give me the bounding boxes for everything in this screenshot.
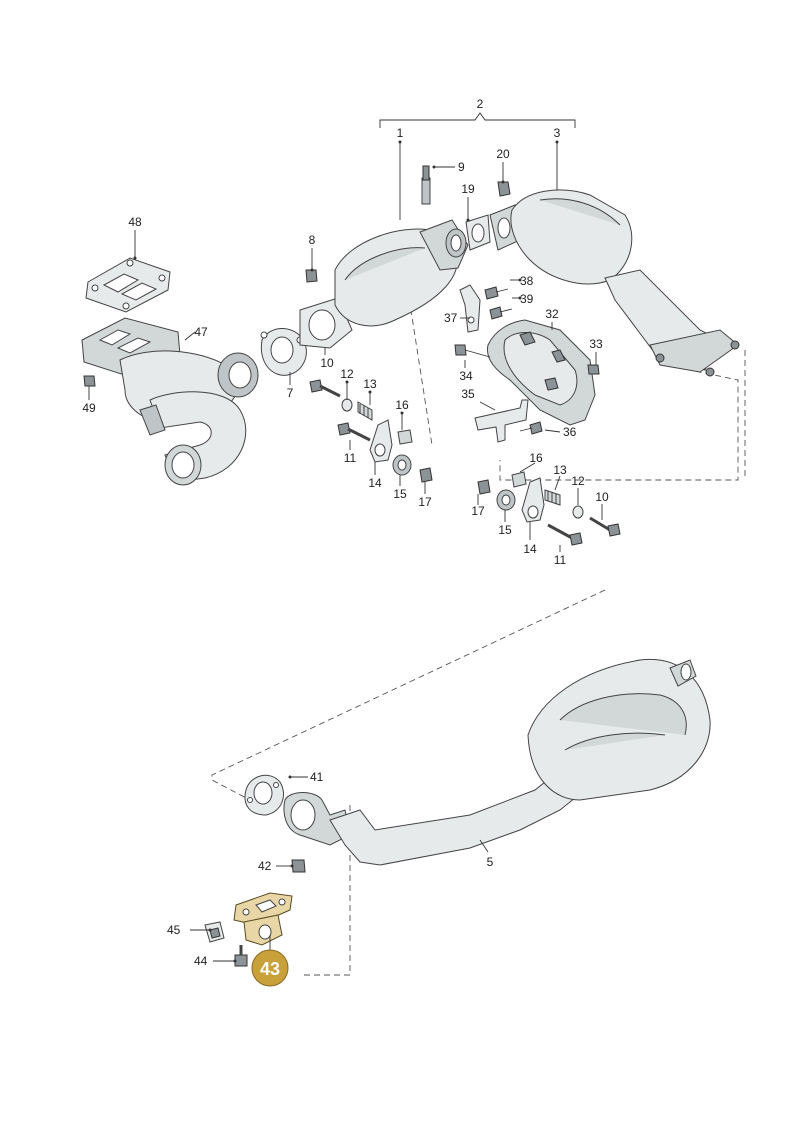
callout-15-left: 15 — [393, 487, 407, 501]
callout-43: 43 — [260, 959, 280, 979]
gasket-41 — [244, 774, 284, 816]
bracket-37 — [459, 284, 481, 333]
callout-35: 35 — [461, 387, 475, 401]
nut-45 — [204, 921, 225, 943]
callout-8: 8 — [309, 233, 316, 247]
callout-44: 44 — [194, 954, 208, 968]
callout-14-left: 14 — [368, 476, 382, 490]
callout-34: 34 — [459, 369, 473, 383]
hardware-left — [309, 379, 433, 483]
callout-11-left: 11 — [344, 451, 357, 465]
callout-17-left: 17 — [418, 495, 432, 509]
callout-42: 42 — [258, 859, 272, 873]
callout-48: 48 — [128, 215, 142, 229]
callout-12-right: 12 — [571, 474, 585, 488]
callout-17-right: 17 — [471, 504, 485, 518]
hardware-right — [477, 471, 621, 546]
group-bracket-2 — [379, 112, 576, 128]
gasket-48 — [85, 257, 171, 313]
callout-9: 9 — [458, 160, 465, 174]
nut-8 — [305, 269, 318, 283]
callout-13-right: 13 — [553, 463, 567, 477]
callout-38: 38 — [520, 274, 534, 288]
callout-2: 2 — [477, 97, 484, 111]
callout-10-left: 10 — [320, 356, 334, 370]
bracket-35 — [474, 399, 529, 443]
silencer-5 — [283, 658, 711, 866]
callout-3: 3 — [554, 126, 561, 140]
hardware-upper — [454, 286, 600, 435]
callout-39: 39 — [520, 292, 534, 306]
turbocharger-47 — [81, 317, 259, 486]
heat-shield-32 — [486, 319, 596, 426]
callout-36: 36 — [563, 425, 577, 439]
catalytic-converter-1 — [299, 165, 469, 349]
callout-41: 41 — [310, 770, 324, 784]
callout-33: 33 — [589, 337, 603, 351]
callout-11-right: 11 — [554, 553, 567, 567]
nut-49 — [83, 375, 96, 387]
callout-32: 32 — [545, 307, 559, 321]
callout-10-right: 10 — [595, 490, 609, 504]
nut-20 — [497, 181, 511, 197]
callout-14-right: 14 — [523, 542, 537, 556]
gasket-19 — [465, 214, 491, 251]
leader-lines — [88, 140, 603, 963]
callout-5: 5 — [487, 855, 494, 869]
callout-16-right: 16 — [529, 451, 543, 465]
callout-45: 45 — [167, 923, 181, 937]
callout-43-badge: 43 — [251, 949, 289, 987]
callout-15-right: 15 — [498, 523, 512, 537]
callout-12-left: 12 — [340, 367, 354, 381]
bolt-44 — [234, 945, 248, 967]
callout-7: 7 — [287, 386, 294, 400]
callout-20: 20 — [496, 147, 510, 161]
callout-19: 19 — [461, 182, 475, 196]
callout-13-left: 13 — [363, 377, 377, 391]
callout-49: 49 — [82, 401, 96, 415]
callout-37: 37 — [444, 311, 458, 325]
nut-42 — [291, 859, 306, 873]
callout-47: 47 — [194, 325, 208, 339]
catalytic-converter-3 — [489, 189, 740, 377]
mounting-bracket-43 — [233, 892, 293, 946]
callout-labels: 2 1 3 9 20 19 8 48 47 49 7 10 12 13 16 1… — [82, 97, 609, 968]
callout-16-left: 16 — [395, 398, 409, 412]
callout-1: 1 — [397, 126, 404, 140]
